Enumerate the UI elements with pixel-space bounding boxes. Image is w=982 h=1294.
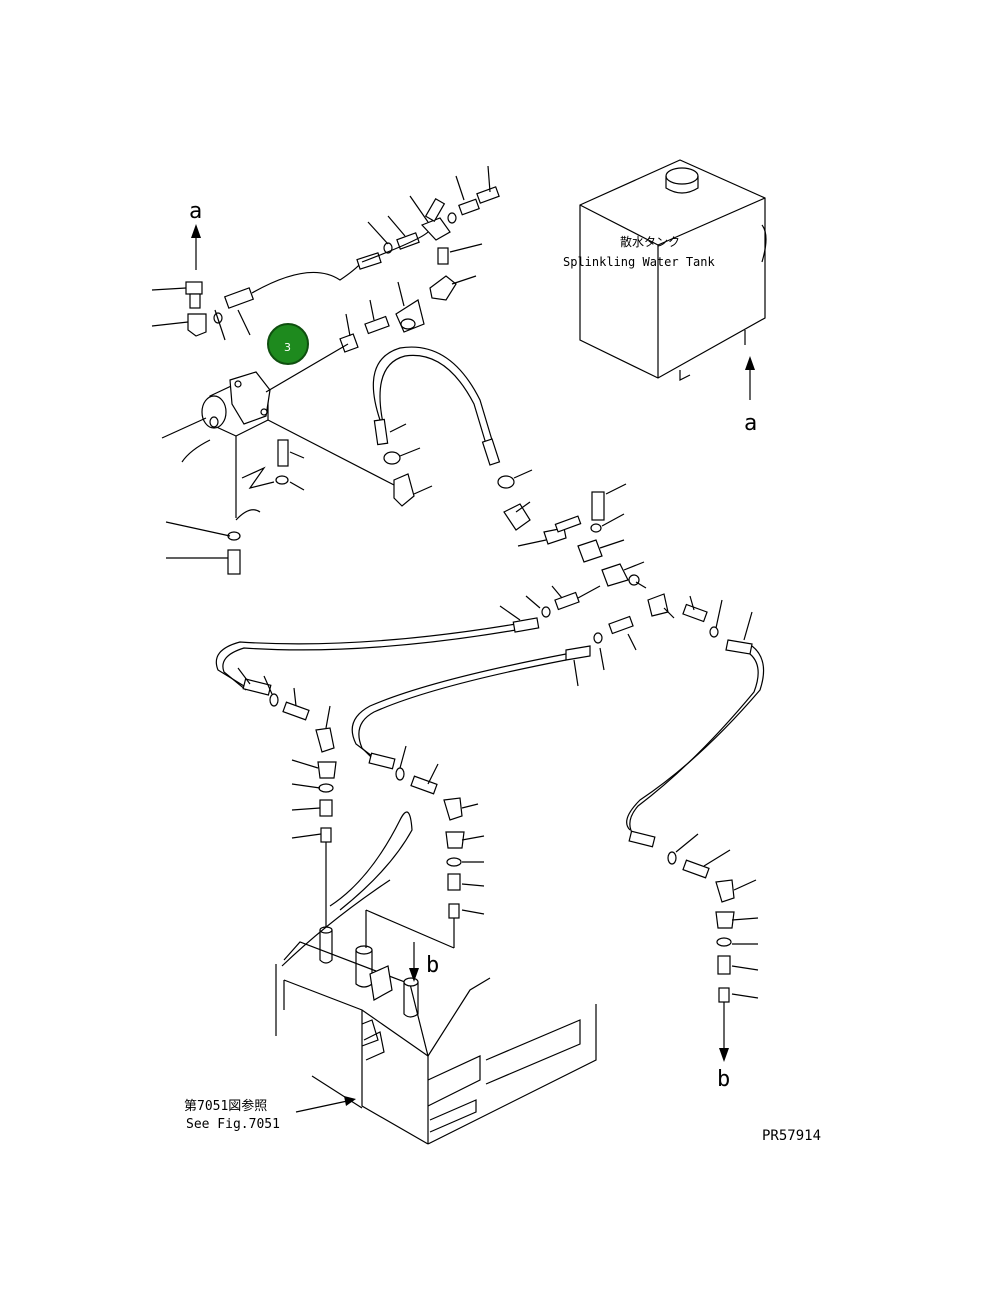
see-fig-en: See Fig.7051 — [186, 1117, 280, 1132]
pump-motor — [161, 343, 397, 575]
drawing-id: PR57914 — [762, 1128, 821, 1144]
left-fitting-stack — [291, 759, 337, 930]
ref-a-top: a — [189, 199, 202, 224]
see-fig-leader — [295, 1096, 356, 1113]
ref-b-mid: b — [426, 953, 439, 978]
arrow-down-icon — [409, 942, 419, 982]
ref-a-tank: a — [744, 411, 757, 436]
right-column-fittings — [577, 483, 675, 619]
bottom-tank-box — [275, 811, 597, 1145]
tank-label-jp: 散水タンク — [620, 234, 680, 249]
mid-fittings — [339, 281, 425, 353]
see-fig-jp: 第7051図参照 — [184, 1098, 267, 1114]
top-center-fittings — [356, 165, 500, 301]
badge-number[interactable]: 3 — [284, 341, 291, 354]
middle-fitting-stack — [445, 831, 485, 948]
elbow-fitting — [393, 473, 433, 507]
tank-label-en: Splinkling Water Tank — [563, 255, 715, 269]
left-long-hose — [215, 585, 601, 753]
right-fitting-stack — [715, 911, 759, 1062]
arrow-up-icon — [745, 356, 755, 400]
top-left-fittings — [151, 261, 363, 341]
right-long-hose — [626, 595, 765, 903]
badge-circle[interactable] — [267, 323, 309, 365]
middle-lower-hose — [351, 615, 637, 821]
ref-b-bottom: b — [717, 1067, 730, 1092]
water-tank — [579, 159, 767, 381]
arrow-up-icon — [191, 224, 201, 270]
center-hose-loop — [372, 346, 582, 547]
bolts — [275, 439, 305, 491]
callout-badge[interactable]: 3 — [267, 323, 309, 365]
